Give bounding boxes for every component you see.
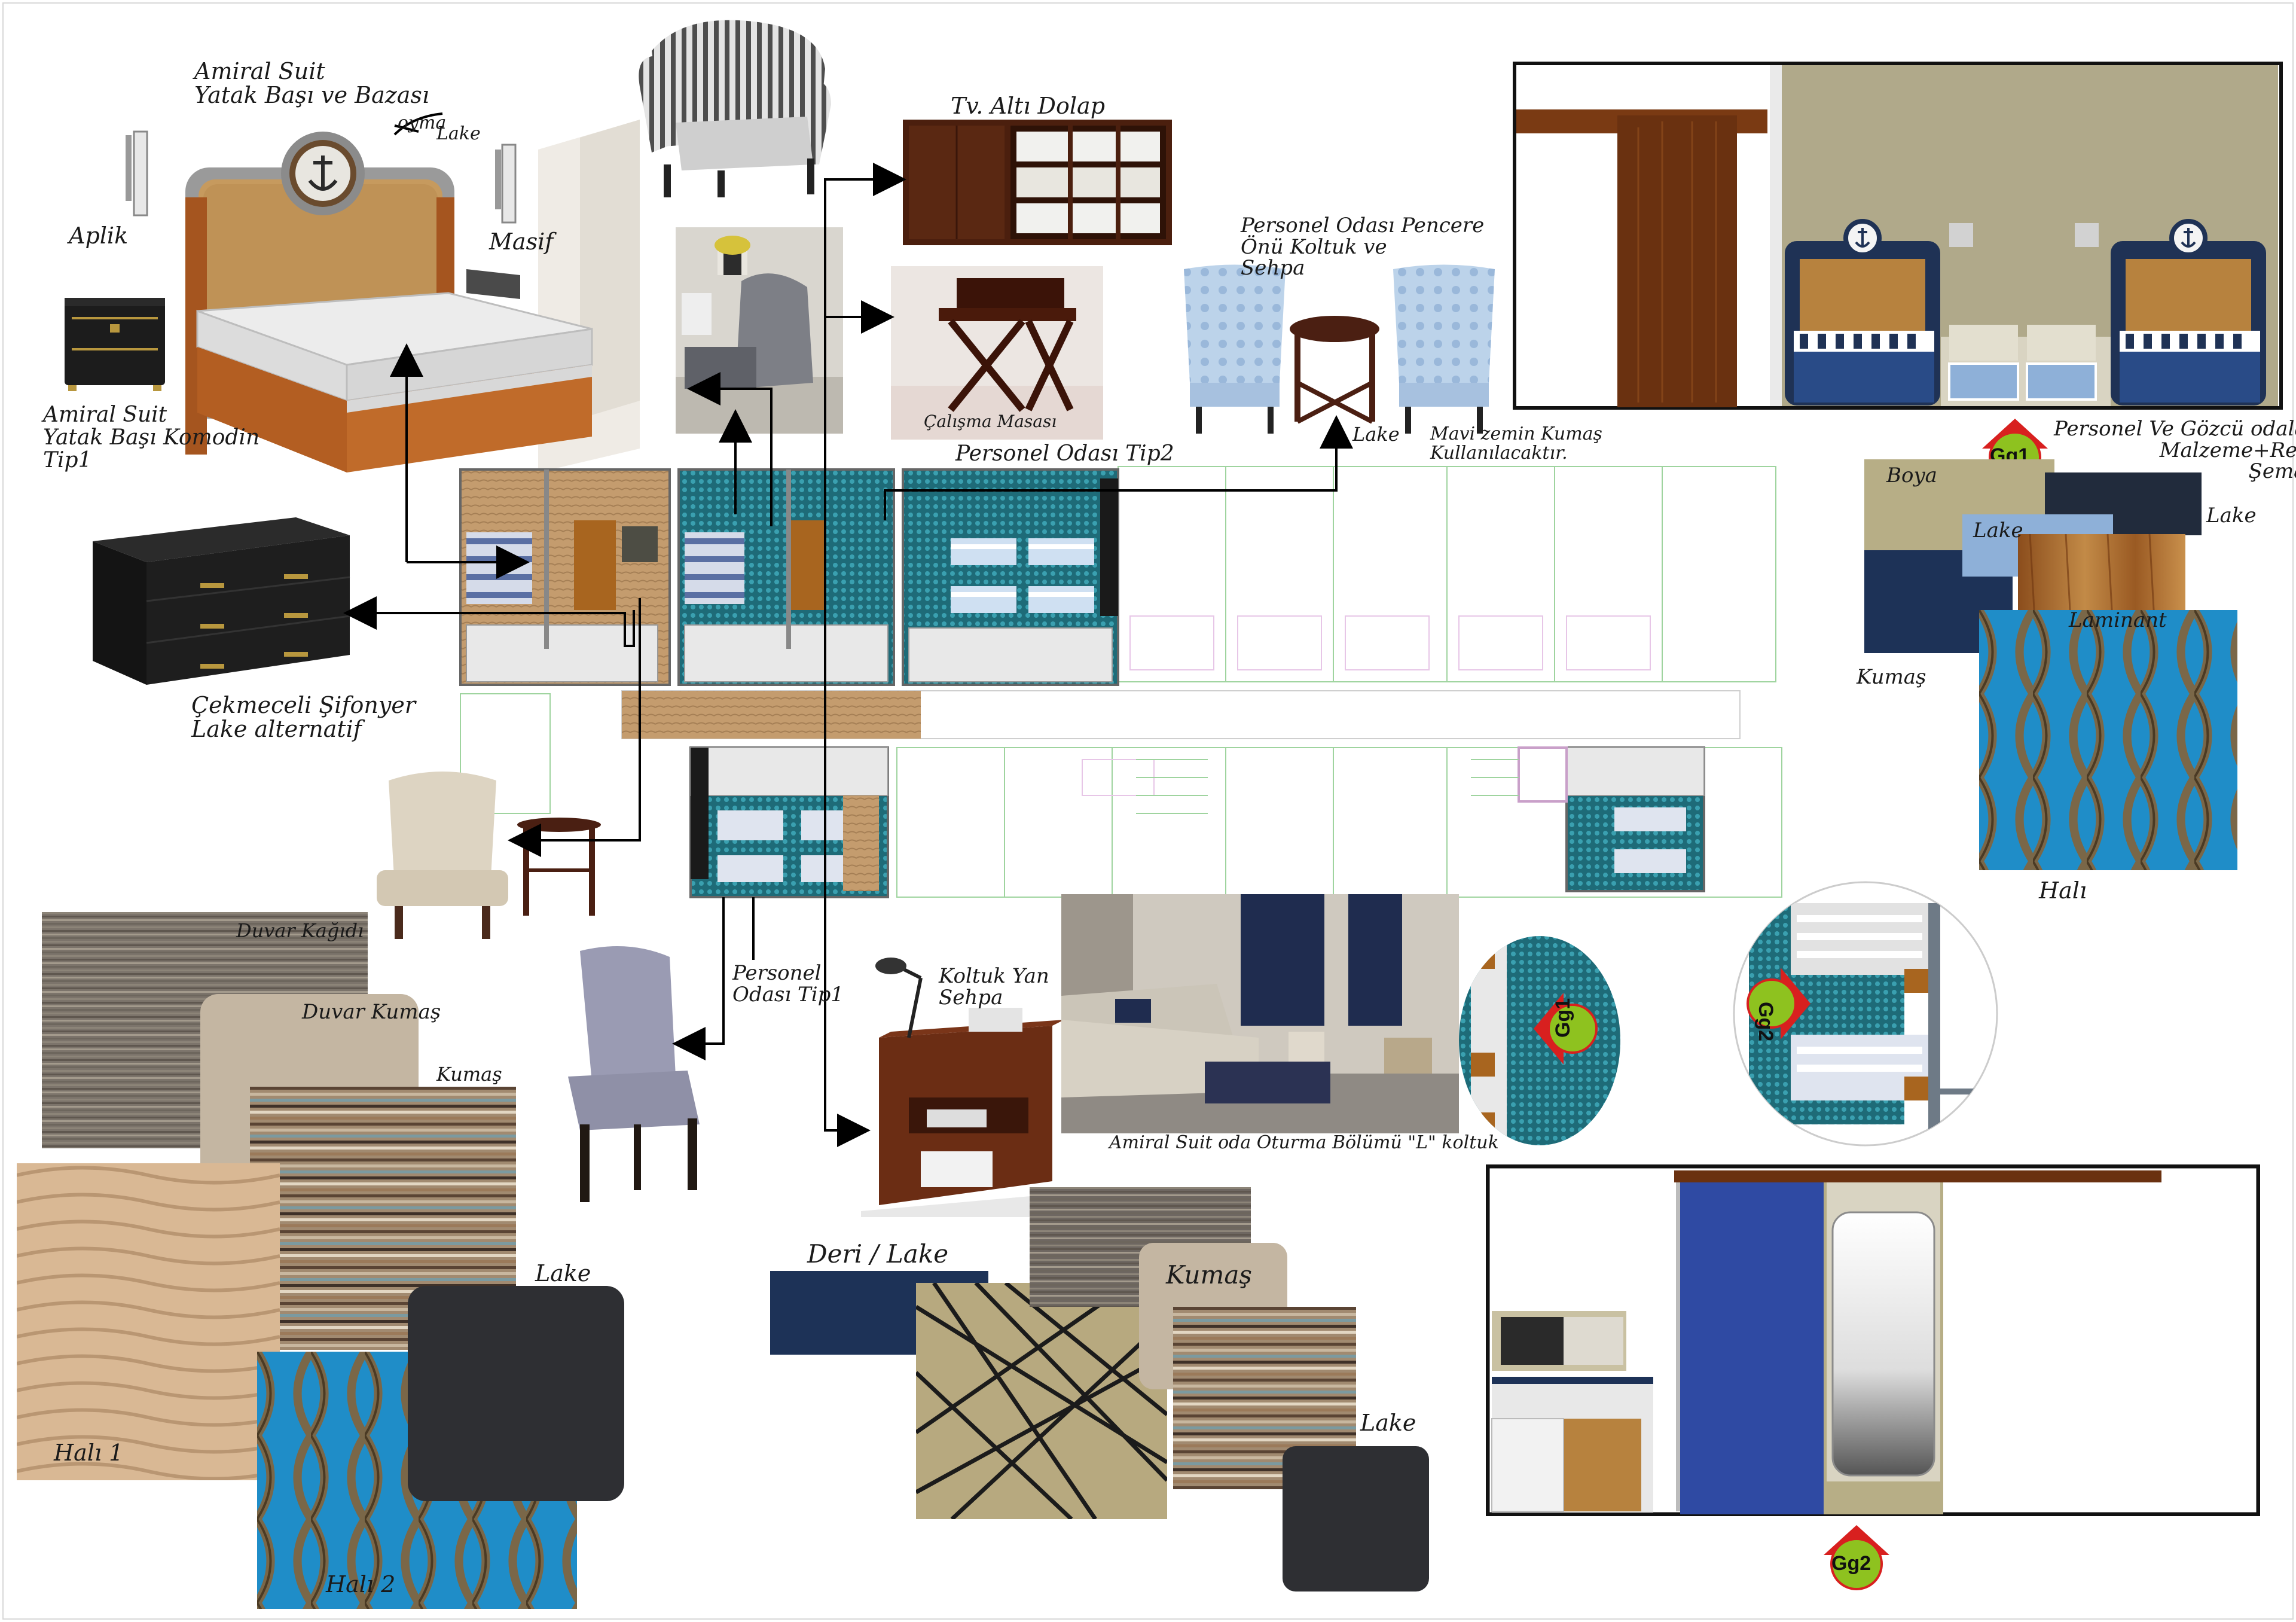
section-marker-gg2-bottom bbox=[1824, 1525, 1889, 1590]
writing-desk-photo bbox=[891, 266, 1103, 440]
section-marker-gg2-detail-label: Gg2 bbox=[1754, 1002, 1777, 1042]
elevation-gg2 bbox=[1486, 1164, 2260, 1516]
label-lake-bed: Lake bbox=[436, 123, 481, 144]
tufted-lounge-chair bbox=[377, 772, 508, 939]
section-marker-gg1-detail bbox=[1534, 993, 1598, 1065]
section-marker-gg2-bottom-label: Gg2 bbox=[1831, 1552, 1871, 1575]
admiral-suite-bed bbox=[126, 120, 640, 472]
label-side-table: Koltuk Yan Sehpa bbox=[939, 964, 1049, 1010]
chest-of-drawers bbox=[93, 517, 350, 685]
label-fabric-2: Kumaş bbox=[1166, 1260, 1252, 1289]
admiral-suite-nightstand bbox=[65, 298, 165, 391]
striped-armchair bbox=[639, 20, 831, 197]
label-carpet-1: Halı 1 bbox=[54, 1440, 124, 1466]
side-table-round bbox=[517, 818, 601, 916]
l-sofa-living-room-photo bbox=[1061, 894, 1459, 1133]
charcoal-lacquer-swatch-1 bbox=[408, 1286, 624, 1501]
label-wallpaper: Duvar Kağıdı bbox=[236, 919, 364, 942]
charcoal-lacquer-swatch-2 bbox=[1283, 1446, 1429, 1591]
label-amiral-suit-bed: Amiral Suit Yatak Başı ve Bazası bbox=[194, 58, 430, 108]
label-l-sofa: Amiral Suit oda Oturma Bölümü "L" koltuk bbox=[1109, 1132, 1499, 1153]
label-fabric-1: Kumaş bbox=[436, 1063, 502, 1086]
elevation-gg1 bbox=[1513, 62, 2283, 410]
label-blue-fabric-note: Mavi zemin Kumaş Kullanılacaktır. bbox=[1430, 423, 1602, 464]
label-paint: Boya bbox=[1886, 464, 1937, 487]
section-marker-gg2-detail bbox=[1747, 968, 1810, 1039]
label-lacquer-blue: Lake bbox=[1973, 519, 2023, 542]
label-lacquer-2: Lake bbox=[1360, 1410, 1416, 1436]
label-fabric-right: Kumaş bbox=[1857, 665, 1926, 689]
label-amiral-suit-nightstand: Amiral Suit Yatak Başı Komodin Tip1 bbox=[43, 403, 260, 472]
section-marker-gg1-detail-label: Gg1 bbox=[1552, 998, 1574, 1038]
label-leather-lacquer: Deri / Lake bbox=[807, 1239, 949, 1269]
sand-carpet-swatch bbox=[17, 1163, 280, 1480]
blue-wave-carpet-swatch-right bbox=[1979, 610, 2237, 870]
label-carpet-right: Halı bbox=[2039, 877, 2087, 904]
label-tv-unit: Tv. Altı Dolap bbox=[951, 93, 1106, 119]
label-aplik: Aplik bbox=[69, 222, 129, 249]
label-window-seating: Personel Odası Pencere Önü Koltuk ve Seh… bbox=[1241, 214, 1485, 281]
label-masif: Masif bbox=[489, 228, 554, 255]
label-lake-chair: Lake bbox=[1352, 423, 1400, 446]
anchor-icon bbox=[1855, 228, 1870, 248]
label-wall-fabric: Duvar Kumaş bbox=[302, 1000, 441, 1024]
anchor-icon bbox=[2181, 228, 2196, 248]
label-carpet-2: Halı 2 bbox=[326, 1571, 396, 1597]
bunk-bed-left bbox=[1785, 219, 1940, 406]
label-staff-material-scheme: Personel Ve Gözcü odaları Malzeme+Renk Ş… bbox=[2054, 417, 2296, 484]
label-oyma: oyma bbox=[398, 112, 447, 133]
label-staff-room-type1: Personel Odası Tip1 bbox=[732, 961, 844, 1007]
bunk-bed-right bbox=[2111, 219, 2266, 406]
dining-chair bbox=[568, 946, 700, 1202]
label-writing-desk: Çalışma Masası bbox=[924, 411, 1057, 431]
armchair-room-photo bbox=[676, 227, 843, 434]
floor-plan bbox=[459, 466, 1782, 898]
tv-unit-cabinet bbox=[903, 120, 1172, 245]
label-chest-of-drawers: Çekmeceli Şifonyer Lake alternatif bbox=[191, 692, 416, 742]
lamp-side-table bbox=[861, 958, 1064, 1217]
label-staff-room-type2: Personel Odası Tip2 bbox=[955, 441, 1174, 466]
anchor-icon bbox=[308, 156, 338, 191]
label-lacquer-dark: Lake bbox=[2206, 504, 2257, 528]
label-laminate: Laminant bbox=[2069, 608, 2167, 632]
window-armchairs-and-table bbox=[1184, 264, 1495, 434]
label-lacquer-1: Lake bbox=[535, 1260, 591, 1286]
geometric-carpet-swatch bbox=[916, 1283, 1167, 1519]
